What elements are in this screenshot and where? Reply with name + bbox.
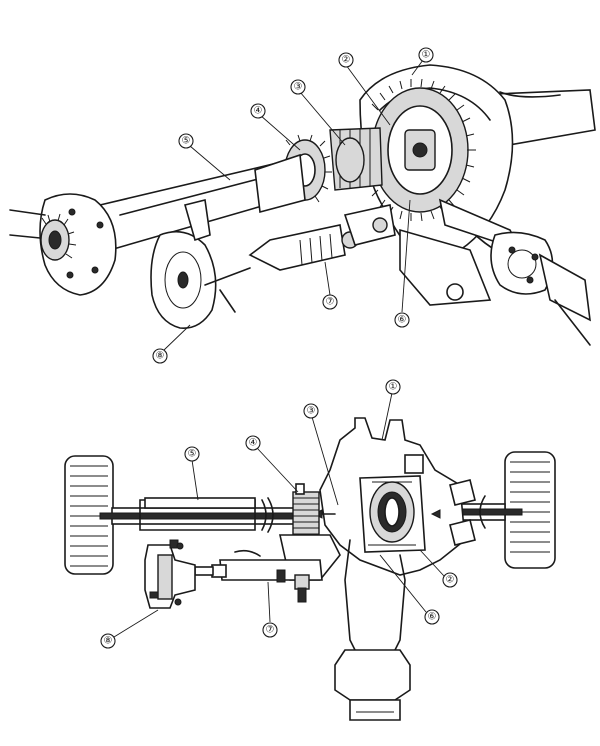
- callout-bottom-1-label: ①: [389, 382, 398, 393]
- callout-bottom-6-label: ⑥: [428, 612, 437, 623]
- callout-top-3-label: ③: [294, 82, 303, 93]
- callout-bottom-3: [303, 403, 319, 419]
- callout-top-5-label: ⑤: [182, 136, 191, 147]
- intermediate-shaft-plan: [194, 534, 341, 603]
- callout-top-8-label: ⑧: [156, 351, 165, 362]
- callout-top-6-label: ⑥: [398, 315, 407, 326]
- right-output-shaft: [438, 198, 591, 346]
- callout-bottom-5: [184, 446, 200, 462]
- callout-top-2-label: ②: [342, 55, 351, 66]
- callout-top-8: [152, 348, 168, 364]
- callout-top-5: [178, 133, 194, 149]
- callout-top-4: [250, 103, 266, 119]
- parking-brake-plan: [144, 539, 196, 609]
- callout-bottom-2-label: ②: [446, 575, 455, 586]
- left-axle-shaft: [99, 497, 303, 533]
- callout-top-7: [322, 294, 338, 310]
- callout-top-2: [338, 52, 354, 68]
- parking-brake-drum: [150, 199, 251, 329]
- callout-top-7-label: ⑦: [326, 297, 335, 308]
- left-end-flange: [9, 193, 117, 296]
- callout-bottom-8: [100, 633, 116, 649]
- perspective-view: ① ② ③ ④ ⑤ ⑥ ⑦ ⑧: [9, 47, 596, 364]
- differential-spider-gears: [404, 129, 436, 171]
- callouts-bottom: ① ② ③ ④ ⑤ ⑥ ⑦ ⑧: [100, 379, 458, 649]
- callout-bottom-6: [424, 609, 440, 625]
- callout-bottom-7: [262, 622, 278, 638]
- callout-top-1-label: ①: [422, 50, 431, 61]
- callout-top-1: [418, 47, 434, 63]
- callout-bottom-4-label: ④: [249, 438, 258, 449]
- callout-top-3: [290, 79, 306, 95]
- intermediate-shaft: [248, 204, 396, 271]
- callout-bottom-8-label: ⑧: [104, 636, 113, 647]
- diff-gear-assembly-plan: [359, 454, 426, 553]
- callout-bottom-5-label: ⑤: [188, 449, 197, 460]
- transfer-gear-plan: [292, 483, 320, 541]
- callout-bottom-7-label: ⑦: [266, 625, 275, 636]
- diff-housing-plan: [319, 417, 476, 721]
- callout-bottom-1: [385, 379, 401, 395]
- right-axle-shaft: [439, 495, 523, 529]
- plan-view: ① ② ③ ④ ⑤ ⑥ ⑦ ⑧: [64, 379, 556, 721]
- callout-bottom-2: [442, 572, 458, 588]
- callout-top-4-label: ④: [254, 106, 263, 117]
- callout-bottom-4: [245, 435, 261, 451]
- callout-bottom-3-label: ③: [307, 406, 316, 417]
- callouts-top: ① ② ③ ④ ⑤ ⑥ ⑦ ⑧: [152, 47, 434, 364]
- callout-top-6: [394, 312, 410, 328]
